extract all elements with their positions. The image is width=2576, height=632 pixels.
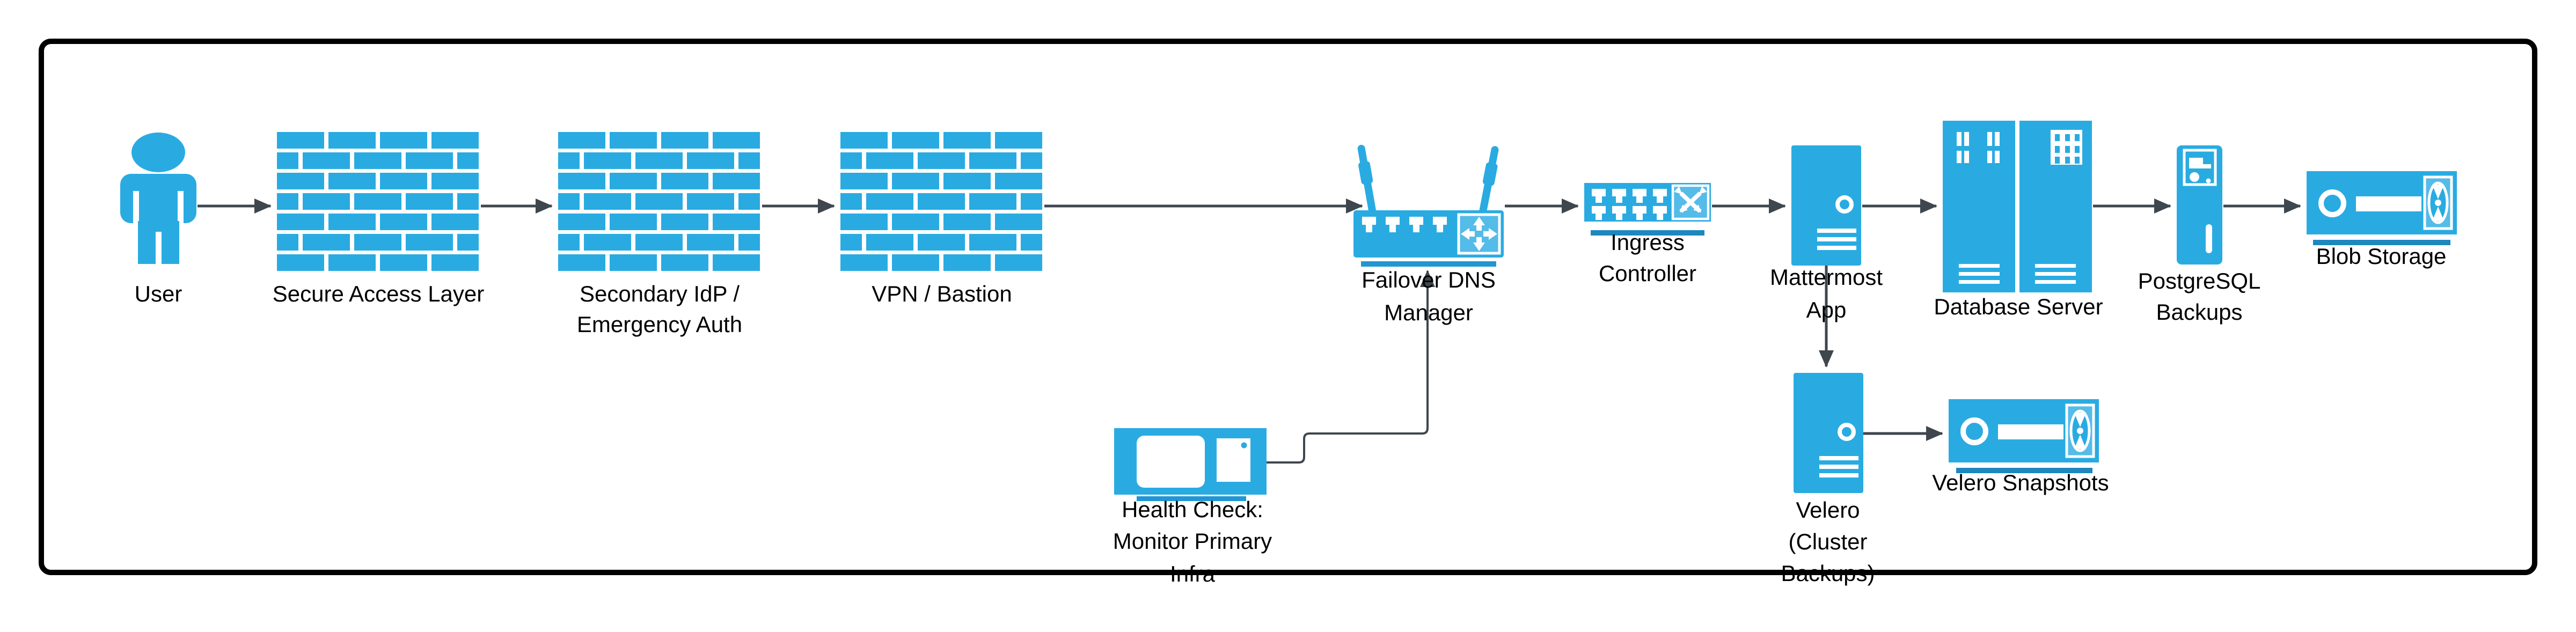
label-mattermost-line1: Mattermost <box>1770 264 1883 290</box>
label-health-check-line1: Health Check: <box>1122 497 1263 522</box>
label-vpn-bastion: VPN / Bastion <box>872 281 1012 306</box>
label-secure-access-layer: Secure Access Layer <box>273 281 485 306</box>
label-failover-dns-line1: Failover DNS <box>1362 267 1496 292</box>
label-mattermost-line2: App <box>1806 297 1847 322</box>
diagram-frame <box>39 39 2537 575</box>
label-secondary-idp-line1: Secondary IdP / <box>580 281 740 306</box>
disk-storage-icon-velero-snapshots <box>1949 399 2099 473</box>
firewall-icon-secure-access <box>277 132 479 271</box>
network-switch-icon <box>1584 183 1711 236</box>
label-health-check-line2: Monitor Primary <box>1113 528 1272 554</box>
crossover-glyph <box>1674 186 1707 213</box>
routing-cross-glyph <box>1461 217 1497 251</box>
firewall-icon-vpn-bastion <box>840 132 1042 271</box>
storage-underline <box>1956 468 2092 473</box>
server-tower-icon-velero <box>1794 373 1863 493</box>
router-underline <box>1361 261 1496 267</box>
disk-storage-icon-blob <box>2307 171 2457 245</box>
server-rack-icon <box>1943 121 2092 292</box>
firewall-icon-secondary-idp <box>558 132 760 271</box>
wireless-router-icon <box>1353 144 1504 267</box>
storage-underline <box>2313 240 2450 245</box>
person-icon <box>120 133 196 264</box>
edge-health-check-failover-dns <box>1267 270 1435 464</box>
label-user: User <box>135 281 182 306</box>
label-database-server: Database Server <box>1934 294 2103 319</box>
label-velero-snapshots: Velero Snapshots <box>1932 470 2109 495</box>
backup-server-icon <box>2177 145 2222 264</box>
label-ingress-line1: Ingress <box>1611 230 1685 255</box>
server-tower-icon-mattermost <box>1791 145 1861 266</box>
workstation-underline <box>1137 496 1246 501</box>
label-velero-line2: (Cluster <box>1788 529 1867 554</box>
workstation-icon <box>1114 428 1267 501</box>
label-secondary-idp-line2: Emergency Auth <box>577 312 742 337</box>
label-velero-line1: Velero <box>1796 497 1860 523</box>
label-blob-storage: Blob Storage <box>2316 244 2447 269</box>
label-postgresql-line1: PostgreSQL <box>2138 268 2261 293</box>
label-postgresql-line2: Backups <box>2156 299 2242 325</box>
switch-underline <box>1591 230 1704 236</box>
label-failover-dns-line2: Manager <box>1384 300 1473 325</box>
label-ingress-line2: Controller <box>1599 261 1696 286</box>
